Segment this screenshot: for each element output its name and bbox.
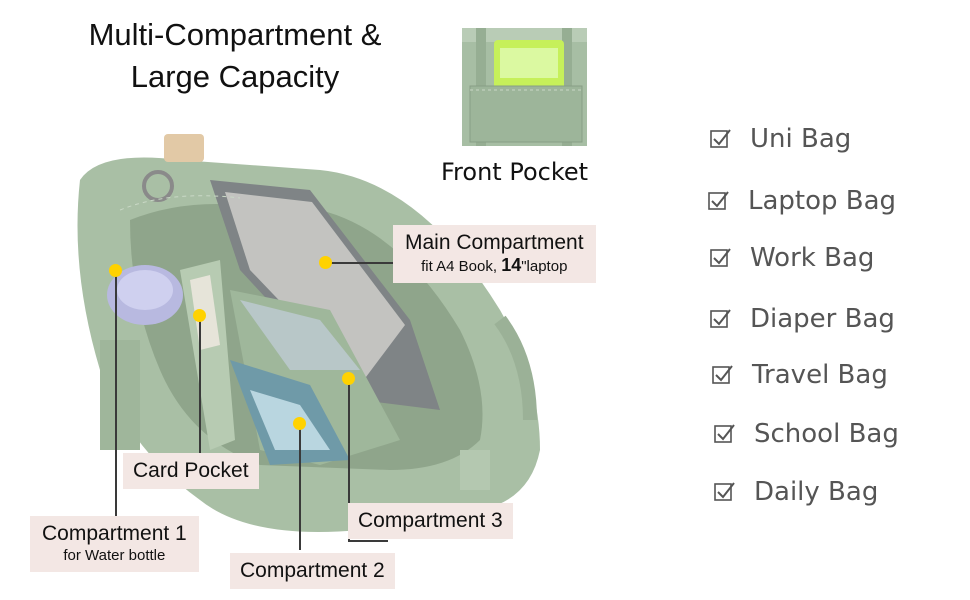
feature-label: School Bag [754,419,899,449]
compartment-2-title: Compartment 2 [240,559,385,582]
callout-compartment-1: Compartment 1 for Water bottle [30,516,199,572]
feature-label: Laptop Bag [748,186,897,216]
feature-item: Travel Bag [712,360,888,390]
leader-comp3-h [348,540,388,542]
feature-label: Diaper Bag [750,304,895,334]
checkbox-checked-icon [712,365,733,384]
feature-label: Daily Bag [754,477,879,507]
feature-item: School Bag [714,419,899,449]
headline-line-2: Large Capacity [130,59,340,94]
marker-comp3 [342,372,355,385]
main-compartment-sub-prefix: fit A4 Book, [421,258,498,275]
compartment-1-sub: for Water bottle [63,547,166,564]
feature-label: Uni Bag [750,124,852,154]
marker-card [193,309,206,322]
main-compartment-sub: fit A4 Book, 14"laptop [405,255,584,277]
main-compartment-size: 14 [501,255,522,275]
leader-comp3-v [348,378,350,542]
leader-comp1 [115,270,117,516]
feature-label: Work Bag [750,243,875,273]
card-pocket-title: Card Pocket [133,459,249,482]
checkbox-checked-icon [710,309,731,328]
checkbox-checked-icon [708,191,729,210]
front-pocket-label: Front Pocket [441,158,589,186]
leader-card [199,316,201,456]
marker-main [319,256,332,269]
feature-item: Work Bag [710,243,874,273]
callout-compartment-2: Compartment 2 [230,553,395,589]
callout-card-pocket: Card Pocket [123,453,259,489]
callout-main-compartment: Main Compartment fit A4 Book, 14"laptop [393,225,596,283]
compartment-1-title: Compartment 1 [42,522,187,545]
marker-comp1 [109,264,122,277]
checkbox-checked-icon [710,248,731,267]
compartment-3-title: Compartment 3 [358,509,503,532]
headline: Multi-Compartment & Large Capacity [40,14,430,98]
checkbox-checked-icon [714,482,735,501]
main-compartment-sub-suffix: "laptop [521,258,568,275]
headline-line-1: Multi-Compartment & [88,17,382,52]
feature-item: Laptop Bag [708,186,896,216]
leader-main [326,262,396,264]
checkbox-checked-icon [714,424,735,443]
feature-label: Travel Bag [752,360,888,390]
front-pocket-photo [462,28,587,146]
checkbox-checked-icon [710,129,731,148]
leader-comp2 [299,424,301,550]
feature-item: Uni Bag [710,124,851,154]
marker-comp2 [293,417,306,430]
callout-compartment-3: Compartment 3 [348,503,513,539]
feature-item: Daily Bag [714,477,878,507]
feature-item: Diaper Bag [710,304,895,334]
main-compartment-title: Main Compartment [405,231,584,254]
